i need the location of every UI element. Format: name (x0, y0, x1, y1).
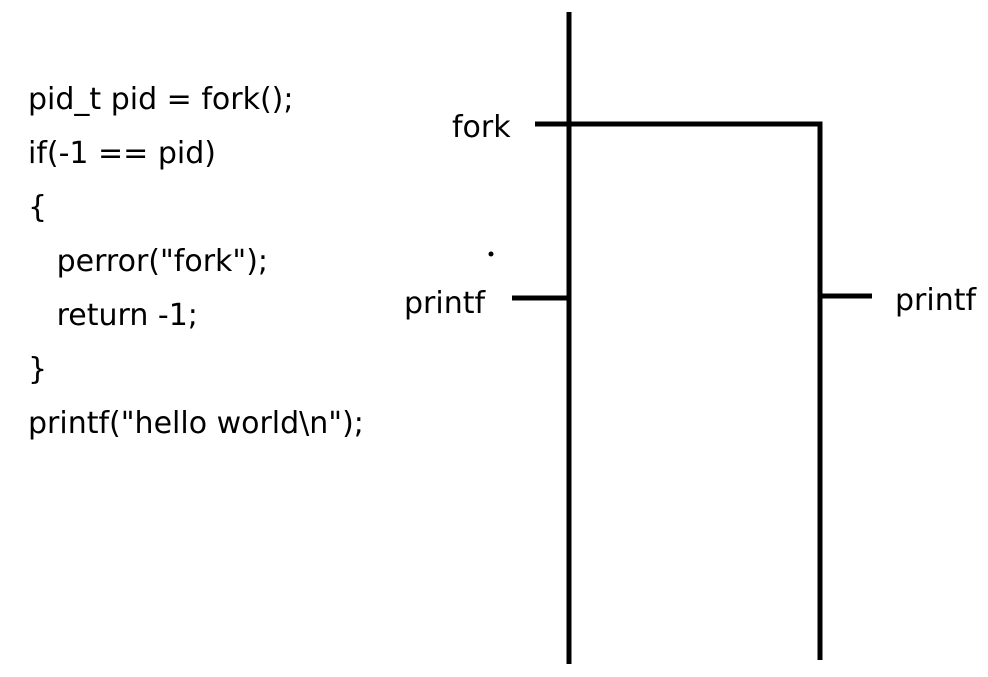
stray-dot (488, 251, 494, 257)
fork-label: fork (452, 110, 511, 145)
code-line: return -1; (28, 298, 198, 333)
code-line: } (28, 352, 48, 387)
code-line: if(-1 == pid) (28, 136, 216, 171)
parent-printf-label: printf (404, 286, 486, 321)
code-line: printf("hello world\n"); (28, 406, 364, 441)
code-line: pid_t pid = fork(); (28, 82, 294, 117)
code-line: { (28, 190, 48, 225)
code-line: perror("fork"); (28, 244, 269, 279)
child-printf-label: printf (895, 283, 977, 318)
